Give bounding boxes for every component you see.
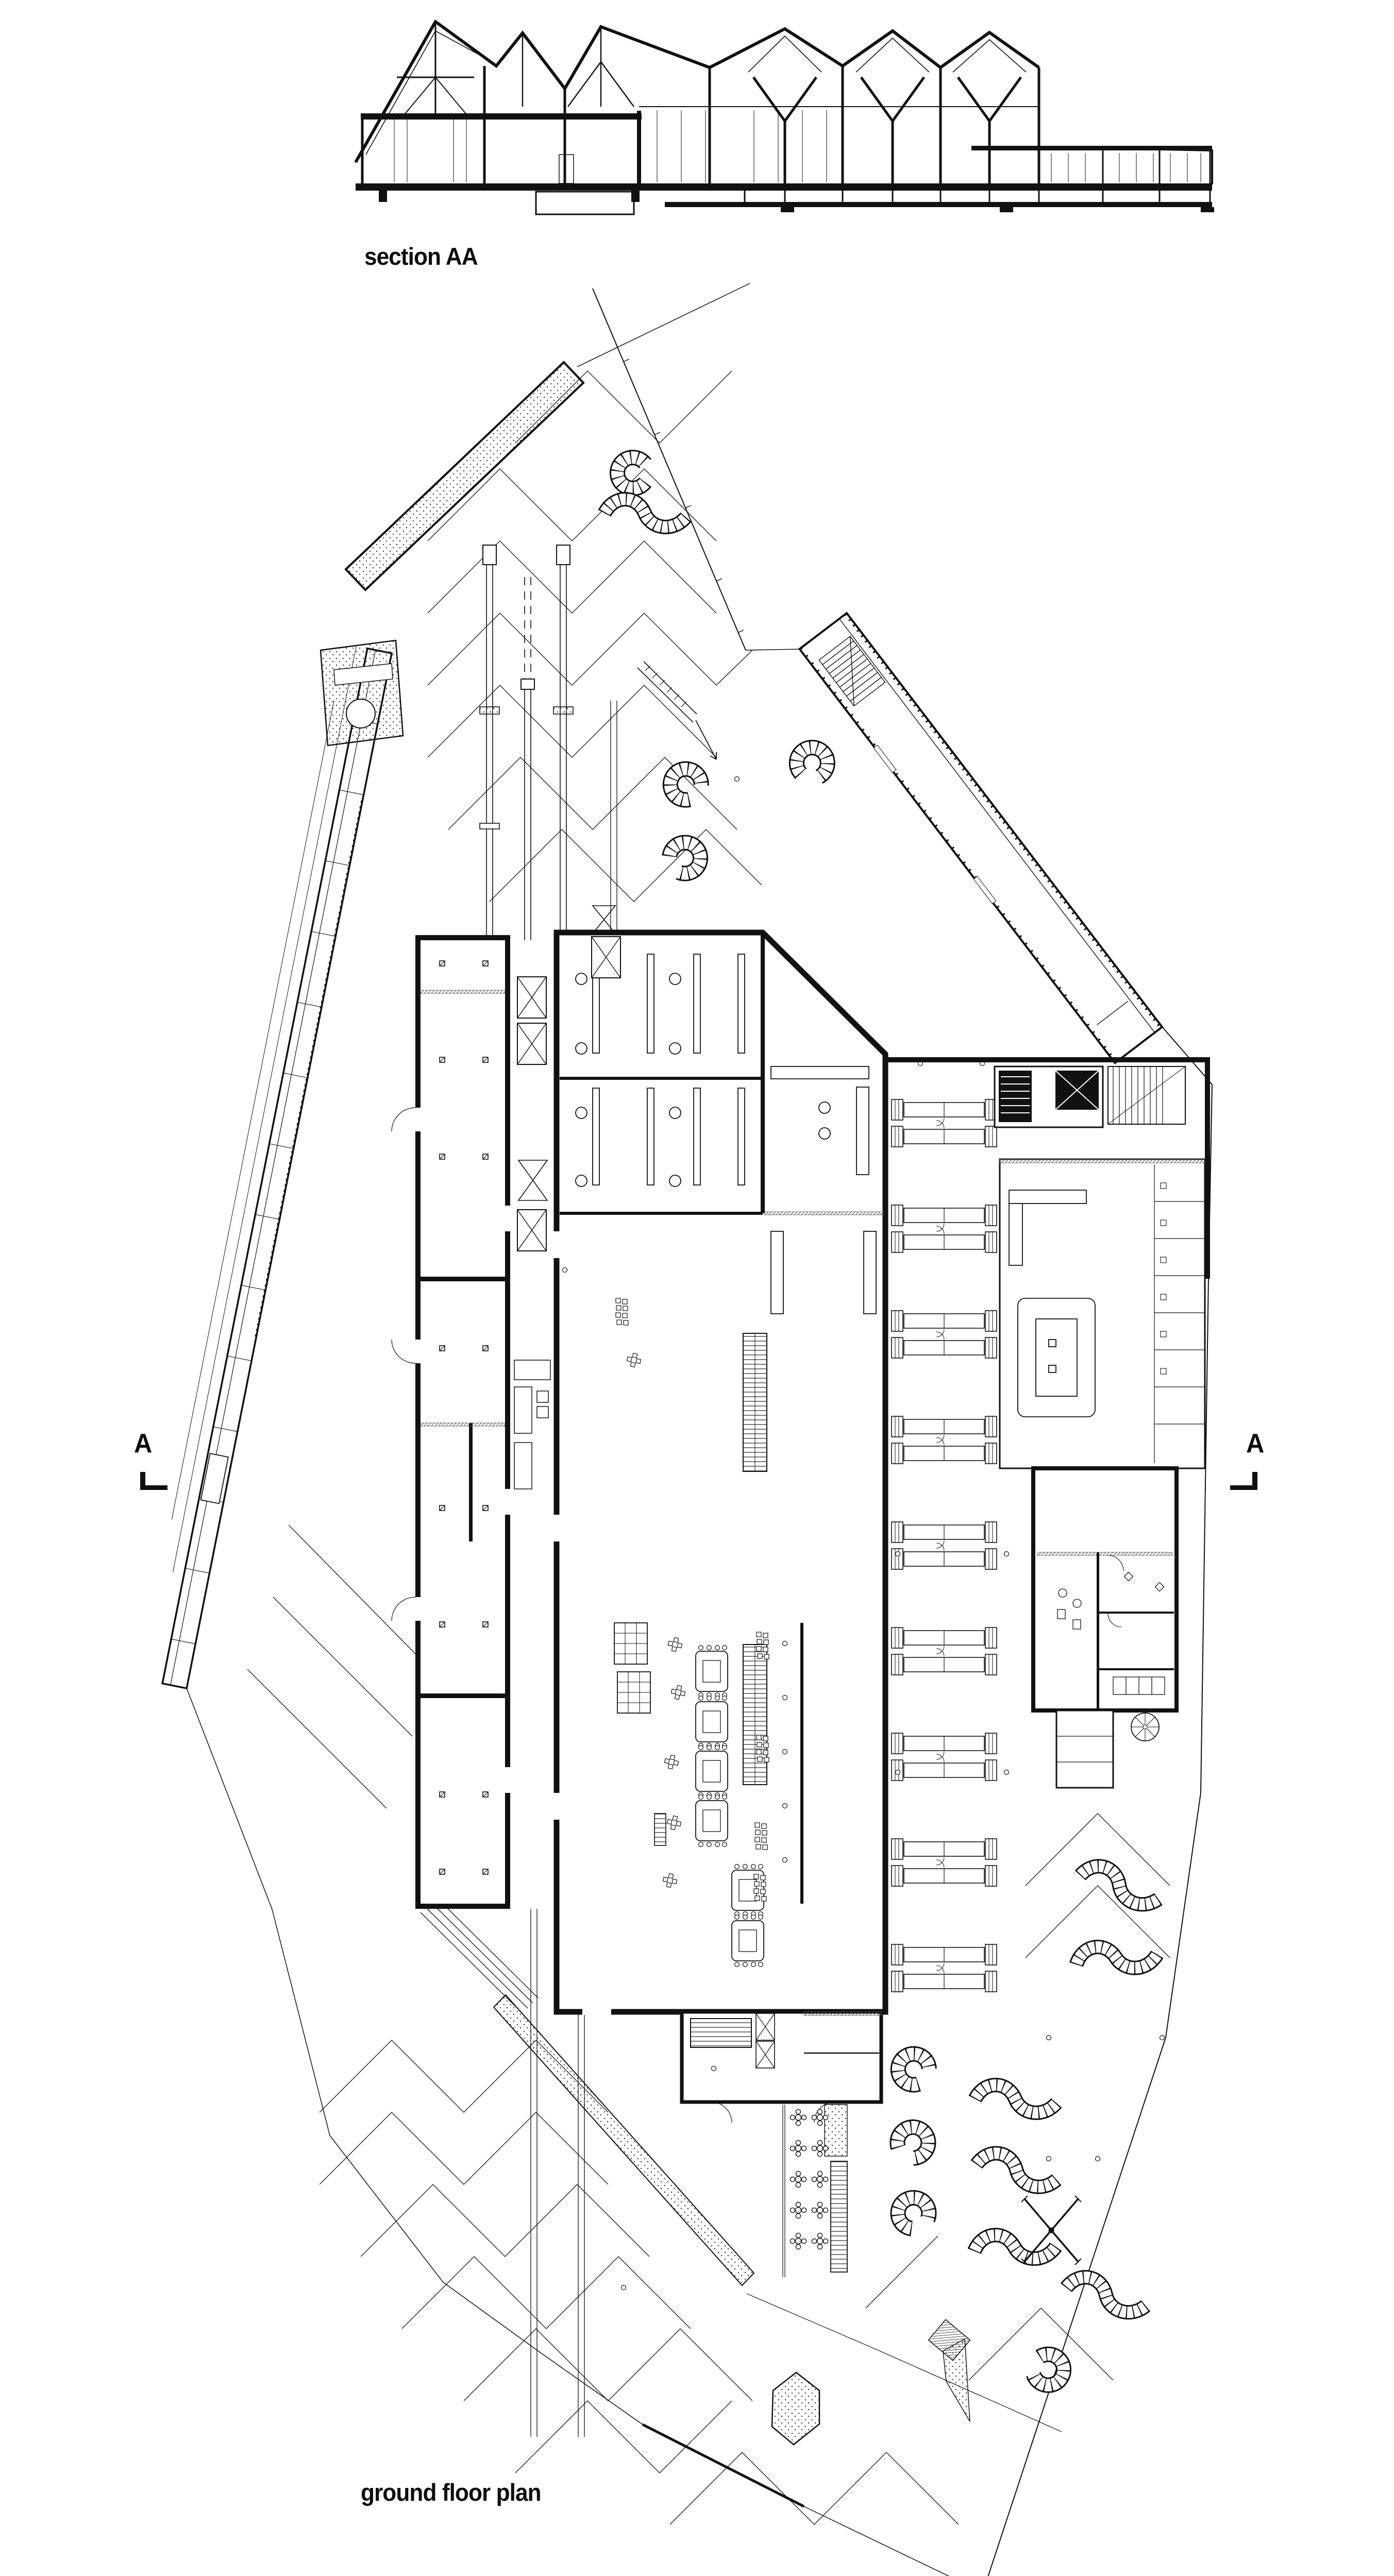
section-title: section AA <box>364 243 478 270</box>
workstation-rows <box>891 1060 1010 1992</box>
right-block <box>1031 1466 1179 1789</box>
section-drawing <box>354 19 1214 215</box>
curved-benches-north <box>604 457 830 877</box>
cafe-terrace <box>782 2104 848 2277</box>
section-marker-right: A <box>1246 1429 1265 1459</box>
floor-plan-drawing <box>161 283 1213 2576</box>
planting-strip-north <box>344 361 585 591</box>
ramp-arrow <box>637 661 717 760</box>
central-hall <box>553 905 888 2015</box>
stair-cores <box>994 1065 1186 1128</box>
south-annex <box>680 2010 883 2123</box>
central-corridor <box>510 940 557 1909</box>
flag-masts <box>479 545 617 944</box>
section-cut-mark-left <box>140 1472 167 1490</box>
bollards <box>562 776 1165 2291</box>
right-wing <box>885 1057 1210 1789</box>
plan-title: ground floor plan <box>361 2479 542 2506</box>
site-boundary <box>187 283 1213 2576</box>
counter-hall <box>999 1158 1206 1469</box>
curved-benches-south <box>892 1862 1163 2389</box>
long-building-west <box>161 646 393 1690</box>
footpaths-south <box>420 1896 585 2437</box>
tree-mark <box>1021 2195 1082 2265</box>
garden-plot <box>320 639 404 747</box>
escalators <box>743 1333 767 1785</box>
left-block <box>391 935 510 1909</box>
planting-strip-south <box>493 1994 971 2446</box>
section-marker-left: A <box>134 1429 153 1459</box>
long-building-northeast <box>798 612 1164 1064</box>
section-cut-mark-right <box>1230 1472 1257 1490</box>
